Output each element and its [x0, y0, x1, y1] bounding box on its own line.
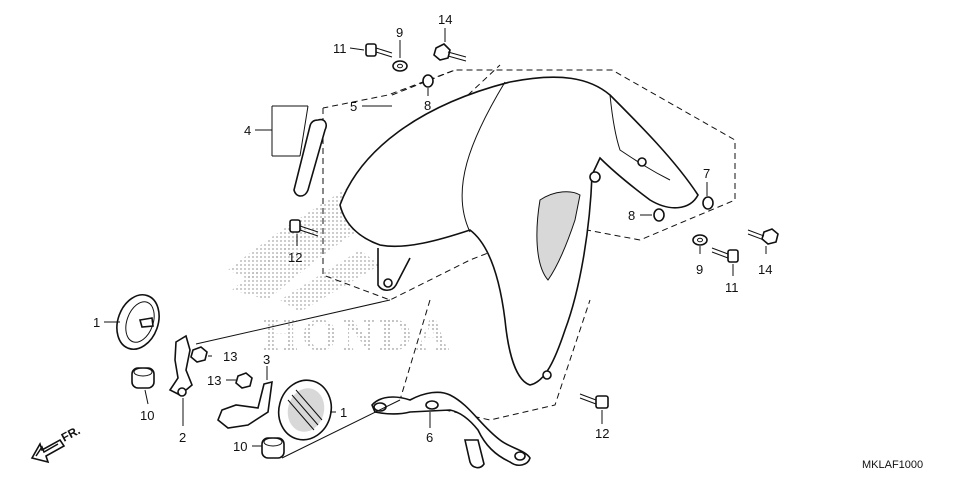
watermark-text: HONDA: [262, 309, 453, 360]
grommet-part-10-right: [261, 437, 285, 459]
callout-5: 5: [350, 99, 357, 114]
callout-4: 4: [244, 123, 251, 138]
callout-9: 9: [696, 262, 703, 277]
washer-part-9-a: [392, 60, 408, 72]
callout-1: 1: [340, 405, 347, 420]
callout-11: 11: [725, 280, 739, 295]
reflector-part-1-right: [277, 379, 333, 441]
stay-bracket-part-6: [371, 391, 531, 469]
washer-part-9-b: [692, 234, 708, 246]
nut-part-13-a: [190, 346, 208, 363]
callout-2: 2: [179, 430, 186, 445]
grommet-part-10-left: [131, 367, 155, 389]
bolt-part-14-b: [747, 228, 779, 245]
collar-part-8-b: [653, 208, 665, 222]
collar-part-7: [702, 196, 714, 210]
front-fender: [339, 76, 699, 386]
diagram-code: MKLAF1000: [862, 459, 923, 471]
callout-12: 12: [595, 426, 609, 441]
callout-13: 13: [207, 373, 221, 388]
callout-13: 13: [223, 349, 237, 364]
callout-12: 12: [288, 250, 302, 265]
nut-part-13-b: [235, 372, 253, 389]
bolt-part-12-a: [289, 219, 319, 237]
callout-7: 7: [703, 166, 710, 181]
direction-label: FR.: [59, 423, 83, 444]
callout-6: 6: [426, 430, 433, 445]
callout-8: 8: [424, 98, 431, 113]
leader-lines: [104, 28, 767, 459]
callout-10: 10: [140, 408, 154, 423]
callout-14: 14: [758, 262, 772, 277]
side-panel-part-4: [293, 118, 327, 197]
callout-9: 9: [396, 25, 403, 40]
bracket-part-2: [168, 334, 193, 396]
callout-3: 3: [263, 352, 270, 367]
callout-8: 8: [628, 208, 635, 223]
callout-11: 11: [333, 41, 347, 56]
bolt-part-12-b: [579, 393, 609, 409]
reflector-part-1-left: [116, 294, 160, 350]
callout-10: 10: [233, 439, 247, 454]
front-direction-arrow: FR.: [30, 423, 83, 464]
screw-part-11-a: [365, 43, 393, 58]
screw-part-11-b: [711, 247, 739, 263]
bolt-part-14-a: [433, 43, 467, 62]
callouts: 14 11 9 5 8 4 7 8 12 9 14 11 1 13 3 13 1…: [93, 12, 772, 454]
callout-1: 1: [93, 315, 100, 330]
bracket-part-3: [217, 380, 273, 429]
collar-part-8-a: [422, 74, 434, 88]
callout-14: 14: [438, 12, 452, 27]
